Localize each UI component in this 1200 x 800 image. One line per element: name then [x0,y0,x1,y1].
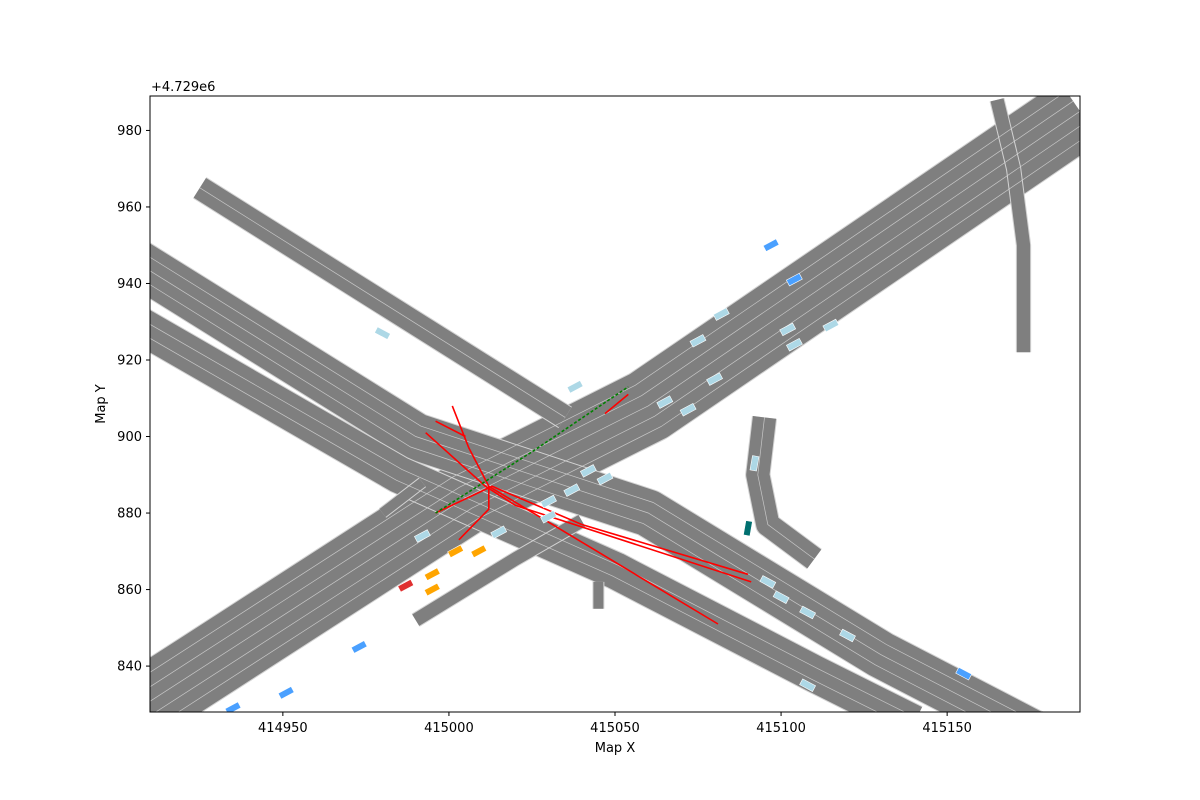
lane-line [150,100,1074,688]
lane-line [150,96,1060,673]
vehicle-blue [762,238,780,252]
lane-line [150,337,879,712]
y-tick-label: 880 [117,507,142,522]
vehicle-parked [822,318,840,333]
y-tick-label: 940 [117,277,142,292]
vehicle-parked [413,529,431,543]
vehicle-blue [955,666,973,681]
lane-line [150,323,906,712]
vehicle-parked [779,322,797,337]
vehicle-parked [712,307,730,321]
vehicle-parked [749,455,760,472]
lane-lines-layer [150,96,1080,712]
x-tick-label: 415000 [424,721,474,736]
vehicle-parked [540,510,557,524]
vehicle-orange [447,544,465,559]
vehicle-parked [563,483,581,497]
vehicle-blue [785,272,803,287]
vehicle-parked [785,337,803,352]
lane-line [199,187,566,418]
vehicle-parked [772,590,790,604]
y-tick-label: 980 [117,124,142,139]
lane-line [150,256,1018,712]
vehicle-red [397,579,415,593]
vehicle-parked [689,334,707,348]
routes-layer [425,386,752,625]
vehicle-blue [277,686,295,700]
x-tick-label: 414950 [258,721,308,736]
route-red-5 [488,485,719,625]
x-tick-label: 415050 [590,721,640,736]
y-tick-label: 960 [117,200,142,215]
vehicle-parked [579,464,597,478]
plot-area [150,96,1080,712]
vehicle-parked [540,494,557,509]
x-axis-ticks: 414950 415000 415050 415100 415150 [258,712,972,736]
vehicle-parked [374,326,391,340]
vehicle-orange [423,582,441,597]
y-tick-label: 840 [117,660,142,675]
vehicle-parked [799,678,817,692]
route-red-4 [435,485,749,576]
vehicles-layer [224,238,973,712]
y-offset-label: +4.729e6 [151,80,215,95]
y-axis-ticks: 840 860 880 900 920 940 960 980 [117,124,150,675]
vehicle-orange [423,567,441,581]
vehicle-parked [656,395,674,409]
vehicle-parked [799,605,817,620]
lane-line [150,284,967,712]
road-ne-loop [990,98,1031,353]
vehicle-teal [743,520,753,537]
lane-line [177,140,1080,712]
vehicle-parked [679,402,697,417]
lane-line [757,417,815,560]
lane-line [150,111,1080,702]
vehicle-parked [566,380,584,394]
y-tick-label: 900 [117,430,142,445]
route-red-2 [435,420,466,438]
route-green-centerline [435,386,629,514]
lane-line [155,125,1080,712]
route-red-6 [604,393,629,415]
vehicle-blue [350,640,368,654]
x-tick-label: 415100 [756,721,806,736]
road-nw-se-arterial-south [150,310,923,712]
road-west-stub [379,478,426,517]
route-red-1 [425,432,752,583]
road-south-stub [412,514,586,626]
vehicle-parked [596,471,614,486]
vehicle-orange [470,544,488,559]
x-tick-label: 415150 [922,721,972,736]
lane-line [150,270,993,712]
y-axis-title: Map Y [94,384,109,424]
vehicle-parked [490,525,508,539]
x-axis-title: Map X [595,741,636,756]
vehicle-parked [839,628,856,643]
vehicle-parked [759,575,777,589]
y-tick-label: 920 [117,354,142,369]
y-tick-label: 860 [117,583,142,598]
vehicle-parked [706,372,724,386]
